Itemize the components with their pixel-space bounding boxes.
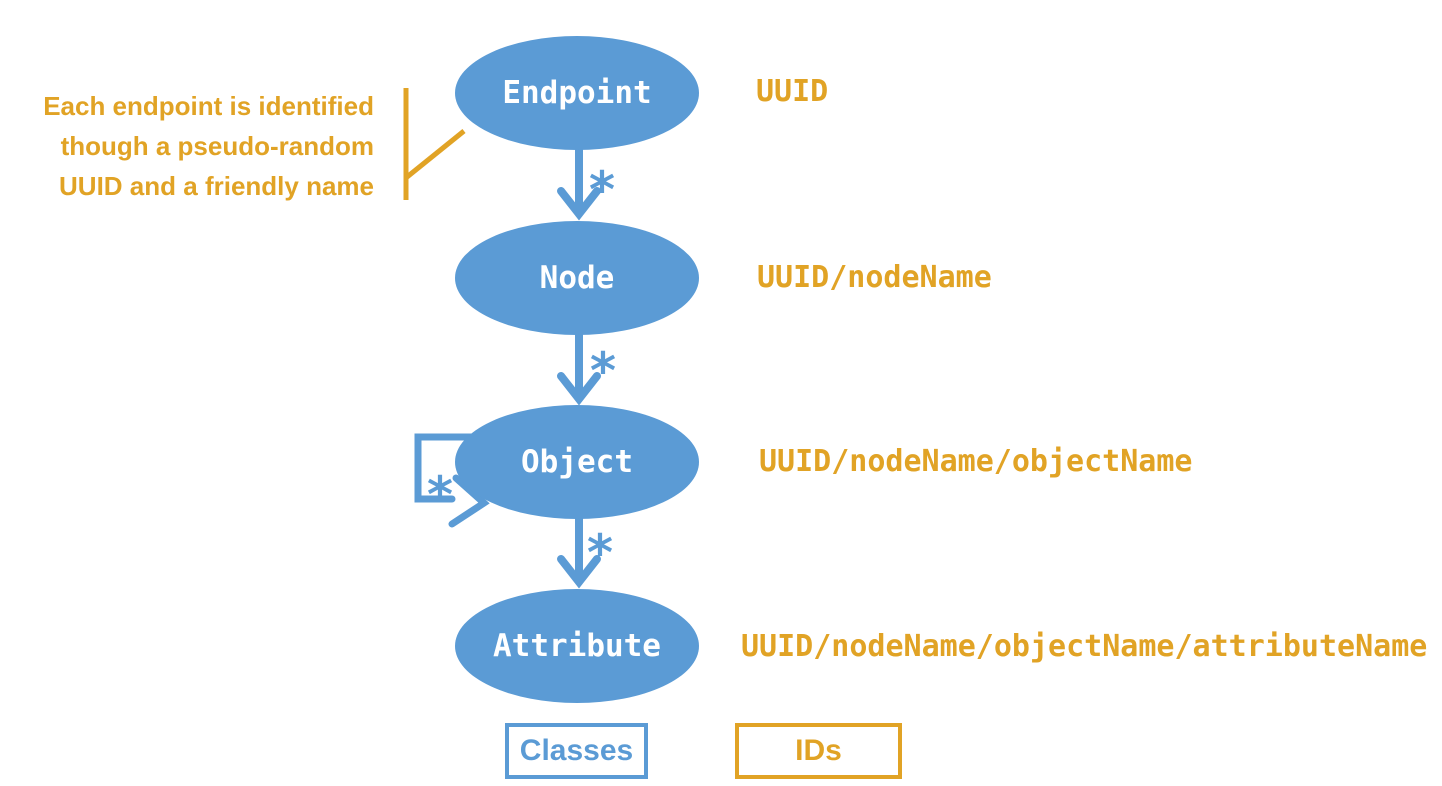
multiplicity-object-attribute: *: [585, 524, 615, 582]
multiplicity-object-self: *: [425, 466, 455, 524]
multiplicity-node-object: *: [588, 342, 618, 400]
object-self-loop-arrow: [414, 433, 490, 528]
legend-ids-label: IDs: [795, 734, 842, 767]
id-pattern-object: UUID/nodeName/objectName: [759, 443, 1193, 479]
class-node-node: Node: [455, 221, 699, 335]
arrow-node-to-object: [557, 331, 601, 406]
class-label-endpoint: Endpoint: [502, 75, 652, 111]
callout-line-2: though a pseudo-random: [60, 131, 374, 161]
callout-leader-lines: [403, 88, 466, 200]
id-pattern-endpoint: UUID: [756, 73, 829, 109]
class-node-endpoint: Endpoint: [455, 36, 699, 150]
class-label-attribute: Attribute: [493, 628, 661, 664]
class-node-object: Object: [455, 405, 699, 519]
class-node-attribute: Attribute: [455, 589, 699, 703]
endpoint-callout-note: Each endpoint is identified though a pse…: [0, 86, 374, 206]
id-pattern-node: UUID/nodeName: [757, 259, 992, 295]
class-label-node: Node: [539, 260, 615, 296]
arrow-endpoint-to-node: [557, 146, 601, 221]
legend-classes-box: Classes: [505, 723, 648, 779]
arrow-object-to-attribute: [557, 514, 601, 589]
multiplicity-endpoint-node: *: [587, 161, 617, 219]
id-pattern-attribute: UUID/nodeName/objectName/attributeName: [741, 628, 1428, 664]
class-label-object: Object: [521, 444, 633, 480]
callout-line-3: UUID and a friendly name: [59, 171, 374, 201]
legend-ids-box: IDs: [735, 723, 902, 779]
callout-line-1: Each endpoint is identified: [43, 91, 374, 121]
legend-classes-label: Classes: [519, 734, 634, 767]
